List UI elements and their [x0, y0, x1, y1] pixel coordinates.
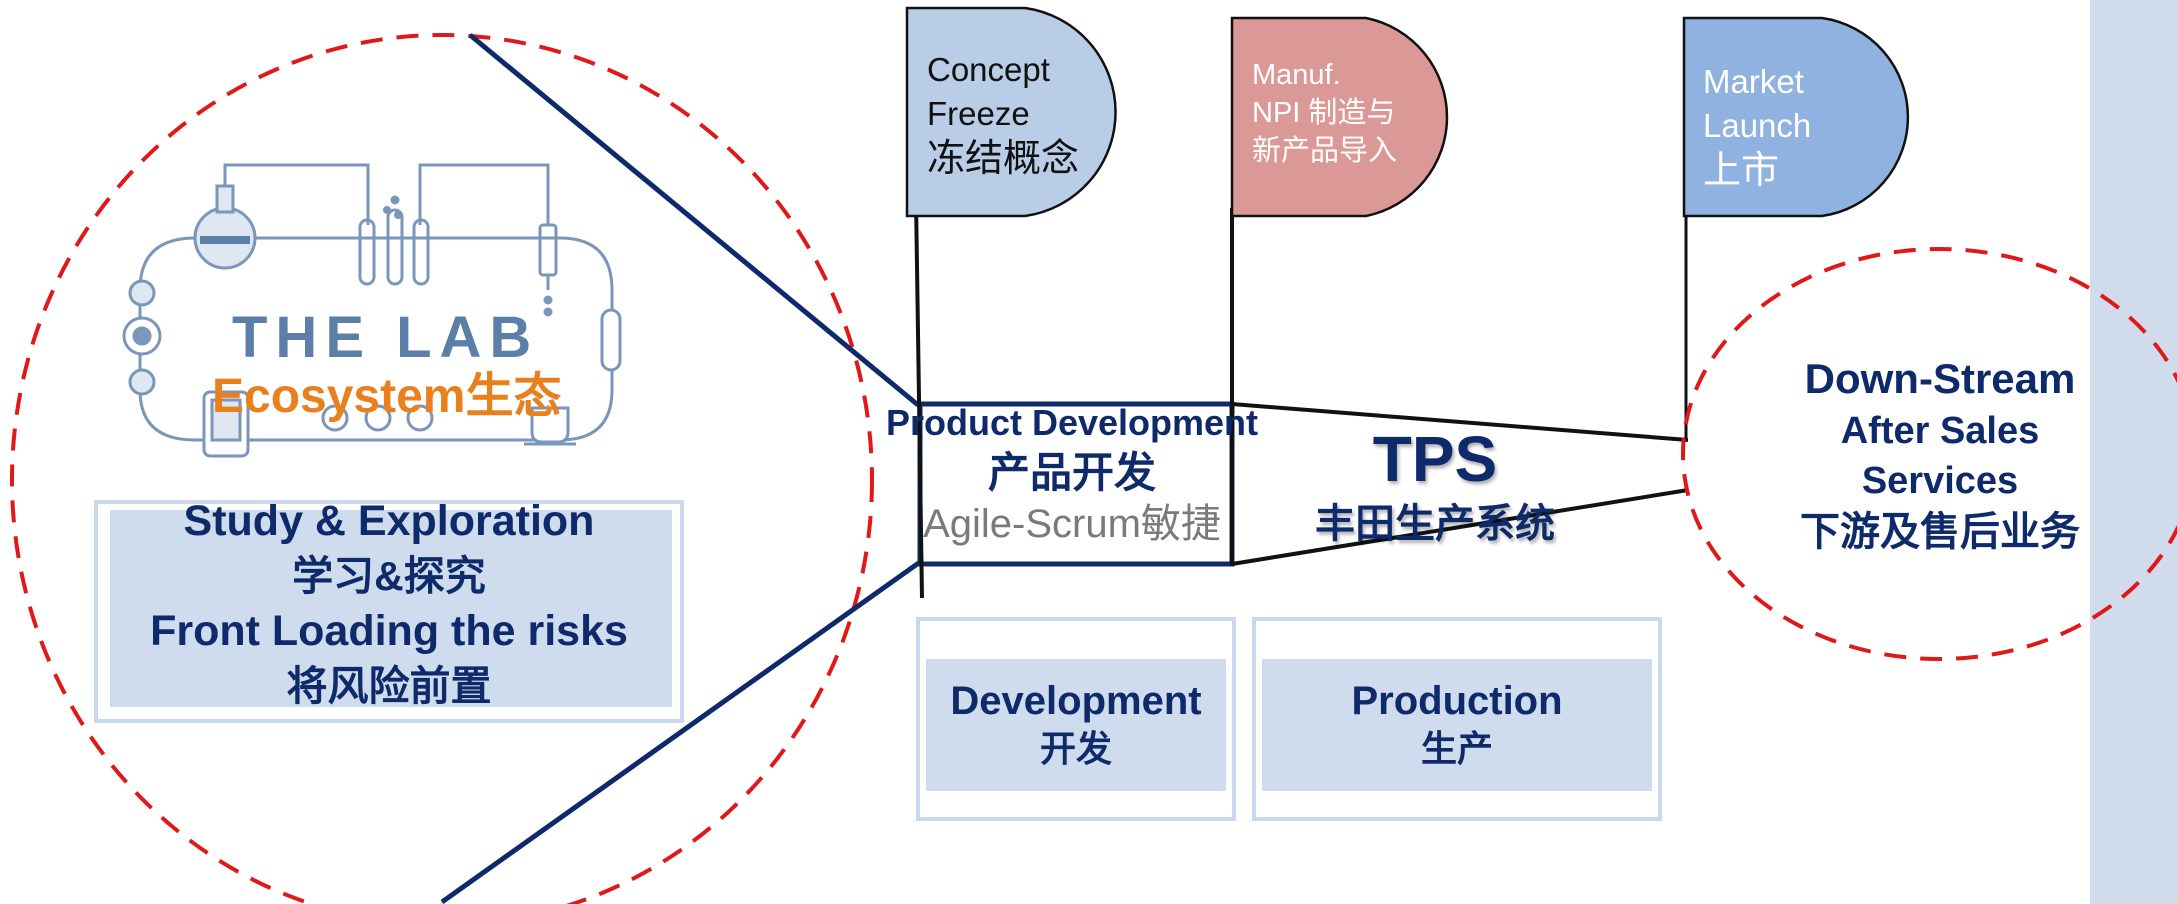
study-box-fill	[110, 510, 672, 707]
manuf-flag	[1230, 16, 1449, 218]
production-text: Production 生产	[1256, 676, 1658, 772]
lab-dashed-circle	[10, 33, 874, 904]
development-en: Development	[950, 679, 1202, 723]
manuf-flag-en1: Manuf.	[1252, 59, 1341, 91]
manuf-flag-label: Manuf. NPI 制造与 新产品导入	[1252, 56, 1397, 170]
front-loading-en: Front Loading the risks	[150, 607, 628, 655]
downstream-text: Down-Stream After Sales Services 下游及售后业务	[1760, 352, 2120, 558]
production-en: Production	[1351, 679, 1563, 723]
concept-flag-en2: Freeze	[927, 95, 1030, 132]
concept-flag-pole	[914, 199, 924, 599]
production-box: Production 生产	[1252, 617, 1662, 821]
development-box: Development 开发	[916, 617, 1236, 821]
tps-text: TPS 丰田生产系统	[1280, 420, 1590, 550]
market-flag-en2: Launch	[1703, 107, 1812, 144]
product-dev-cn: 产品开发	[987, 449, 1156, 496]
downstream-line2: After Sales	[1840, 410, 2040, 452]
concept-flag-label: Concept Freeze 冻结概念	[927, 48, 1079, 182]
tps-cn: 丰田生产系统	[1315, 502, 1555, 546]
development-box-fill	[926, 659, 1226, 791]
downstream-cn: 下游及售后业务	[1800, 510, 2080, 554]
downstream-line1: Down-Stream	[1804, 355, 2076, 402]
market-flag	[1682, 16, 1910, 218]
study-title-en: Study & Exploration	[183, 497, 595, 545]
front-loading-cn: 将风险前置	[286, 663, 492, 709]
manuf-flag-en2: NPI 制造与	[1252, 97, 1396, 129]
market-flag-en1: Market	[1703, 63, 1804, 100]
side-panel	[2090, 0, 2177, 904]
study-title-cn: 学习&探究	[292, 553, 486, 599]
concept-flag	[905, 6, 1117, 218]
manuf-flag-cn: 新产品导入	[1252, 135, 1398, 167]
study-text: Study & Exploration 学习&探究 Front Loading …	[94, 494, 684, 714]
market-flag-cn: 上市	[1703, 150, 1780, 192]
tps-line-top	[1231, 402, 1689, 442]
market-flag-label: Market Launch 上市	[1703, 60, 1811, 194]
downstream-line3: Services	[1861, 460, 2019, 502]
downstream-dashed-circle	[1681, 247, 2177, 661]
lab-illustration	[122, 163, 622, 458]
lab-title: THE LAB	[232, 305, 540, 370]
funnel-line-bottom	[440, 559, 922, 904]
production-box-fill	[1262, 659, 1652, 791]
development-cn: 开发	[1039, 728, 1112, 769]
tps-line-bottom	[1231, 488, 1689, 566]
development-text: Development 开发	[920, 676, 1232, 772]
concept-flag-en1: Concept	[927, 51, 1050, 88]
funnel-line-top	[468, 33, 920, 407]
tps-title: TPS	[1372, 423, 1498, 495]
product-dev-text: Product Development 产品开发 Agile-Scrum敏捷	[872, 398, 1272, 550]
agile-scrum-label: Agile-Scrum敏捷	[923, 502, 1221, 546]
ecosystem-label: Ecosystem生态	[212, 370, 562, 423]
product-dev-en: Product Development	[885, 402, 1259, 443]
study-box	[94, 500, 684, 723]
production-cn: 生产	[1420, 728, 1493, 769]
concept-flag-cn: 冻结概念	[927, 138, 1080, 180]
